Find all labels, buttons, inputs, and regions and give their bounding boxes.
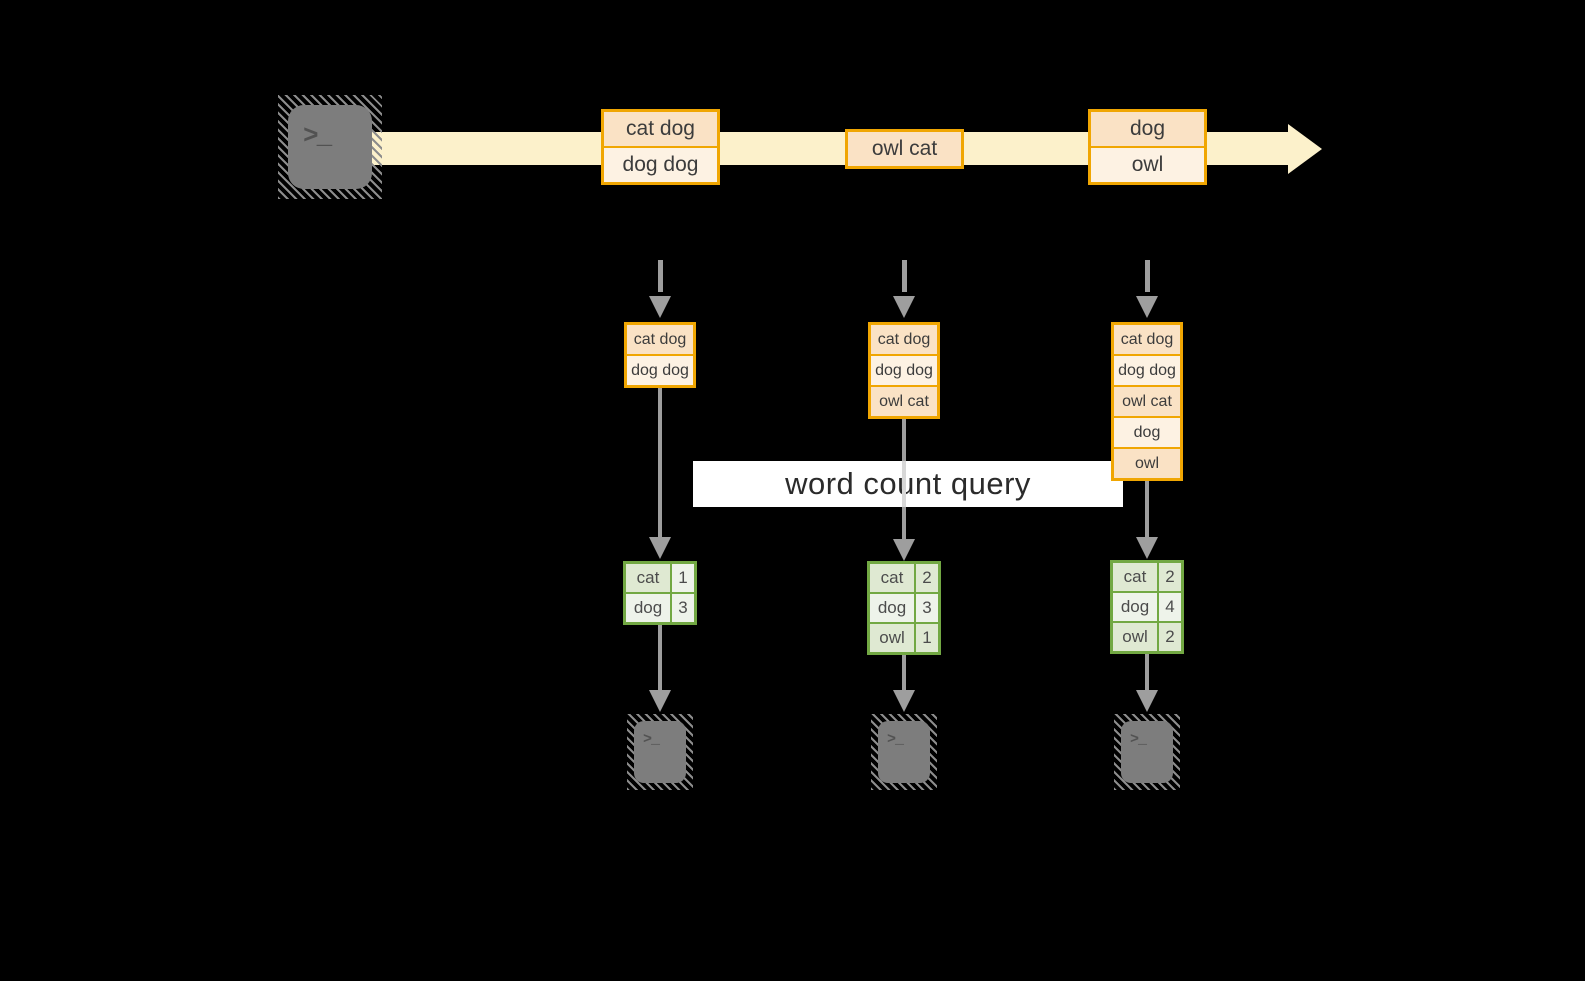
count-cell: 1: [672, 564, 694, 592]
event-buffer-2: cat dog dog dog owl cat: [868, 322, 940, 419]
buffer-row: dog dog: [871, 356, 937, 385]
buffer-row: owl cat: [1114, 387, 1180, 416]
stream-event-box-1: cat dog dog dog: [601, 109, 720, 185]
word-count-table-1: cat 1 dog 3: [623, 561, 697, 625]
result-arrow-line: [902, 655, 906, 690]
stream-event-line: cat dog: [604, 112, 717, 146]
consumer-terminal-icon: >_: [627, 714, 693, 790]
terminal-screen: >_: [878, 721, 930, 783]
ingest-arrow-dash: [902, 260, 907, 292]
stream-event-box-2: owl cat: [845, 129, 964, 169]
word-count-table-2: cat 2 dog 3 owl 1: [867, 561, 941, 655]
word-cell: dog: [1113, 593, 1157, 621]
word-cell: cat: [626, 564, 670, 592]
stream-event-line: owl: [1091, 148, 1204, 182]
stream-event-line: owl cat: [848, 132, 961, 166]
buffer-row: cat dog: [1114, 325, 1180, 354]
buffer-row: cat dog: [627, 325, 693, 354]
word-cell: dog: [626, 594, 670, 622]
event-buffer-3: cat dog dog dog owl cat dog owl: [1111, 322, 1183, 481]
word-cell: owl: [870, 624, 914, 652]
buffer-row: dog dog: [1114, 356, 1180, 385]
stream-event-line: dog: [1091, 112, 1204, 146]
ingest-arrowhead-icon: [893, 296, 915, 318]
buffer-row: dog: [1114, 418, 1180, 447]
producer-terminal-icon: >_: [278, 95, 382, 199]
result-arrow-line: [1145, 654, 1149, 690]
buffer-row: owl cat: [871, 387, 937, 416]
buffer-row: cat dog: [871, 325, 937, 354]
query-arrow-line: [658, 388, 662, 537]
query-arrowhead-icon: [893, 539, 915, 561]
result-arrowhead-icon: [1136, 690, 1158, 712]
terminal-prompt-icon: >_: [887, 731, 904, 748]
result-arrowhead-icon: [649, 690, 671, 712]
stream-event-line: dog dog: [604, 148, 717, 182]
terminal-screen: >_: [288, 105, 372, 189]
count-cell: 4: [1159, 593, 1181, 621]
word-cell: owl: [1113, 623, 1157, 651]
buffer-row: dog dog: [627, 356, 693, 385]
query-arrowhead-icon: [1136, 537, 1158, 559]
count-cell: 2: [1159, 563, 1181, 591]
word-cell: dog: [870, 594, 914, 622]
ingest-arrow-dash: [1145, 260, 1150, 292]
buffer-row: owl: [1114, 449, 1180, 478]
count-cell: 2: [1159, 623, 1181, 651]
terminal-prompt-icon: >_: [303, 121, 332, 151]
result-arrowhead-icon: [893, 690, 915, 712]
count-cell: 2: [916, 564, 938, 592]
word-cell: cat: [870, 564, 914, 592]
query-label: word count query: [693, 461, 1123, 507]
count-cell: 3: [916, 594, 938, 622]
consumer-terminal-icon: >_: [871, 714, 937, 790]
query-arrowhead-icon: [649, 537, 671, 559]
word-count-table-3: cat 2 dog 4 owl 2: [1110, 560, 1184, 654]
count-cell: 3: [672, 594, 694, 622]
word-cell: cat: [1113, 563, 1157, 591]
ingest-arrow-dash: [658, 260, 663, 292]
event-buffer-1: cat dog dog dog: [624, 322, 696, 388]
ingest-arrowhead-icon: [1136, 296, 1158, 318]
query-arrow-line: [902, 461, 906, 507]
ingest-arrowhead-icon: [649, 296, 671, 318]
consumer-terminal-icon: >_: [1114, 714, 1180, 790]
query-arrow-line: [1145, 481, 1149, 537]
query-arrow-line: [902, 419, 906, 461]
query-arrow-line: [902, 507, 906, 539]
terminal-prompt-icon: >_: [643, 731, 660, 748]
terminal-screen: >_: [1121, 721, 1173, 783]
terminal-prompt-icon: >_: [1130, 731, 1147, 748]
result-arrow-line: [658, 625, 662, 690]
event-stream-arrowhead-icon: [1288, 124, 1322, 174]
stream-event-box-3: dog owl: [1088, 109, 1207, 185]
terminal-screen: >_: [634, 721, 686, 783]
count-cell: 1: [916, 624, 938, 652]
